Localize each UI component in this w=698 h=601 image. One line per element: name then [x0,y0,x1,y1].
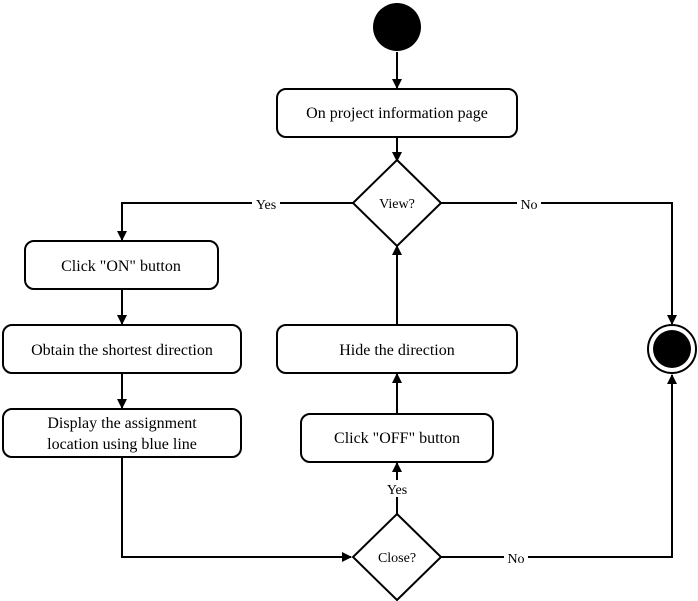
project-info-node: On project information page [276,88,518,138]
svg-text:Yes: Yes [387,483,407,498]
click-on-label: Click "ON" button [61,258,181,275]
close-decision-node: Close? [351,512,443,601]
edge-label-view-yes: Yes [252,195,280,213]
obtain-direction-node: Obtain the shortest direction [2,324,242,374]
click-off-label: Click "OFF" button [334,430,460,447]
end-node [647,324,697,374]
obtain-direction-label: Obtain the shortest direction [31,342,213,359]
edge-display-to-close [121,457,352,562]
view-decision-node: View? [351,158,443,248]
hide-direction-label: Hide the direction [339,342,455,359]
hide-direction-node: Hide the direction [276,324,518,374]
edge-label-close-no: No [504,549,528,567]
edge-view-yes [117,202,353,241]
view-decision-label: View? [379,197,415,212]
display-location-label-line-2: location using blue line [47,436,197,453]
svg-text:No: No [507,552,524,567]
edge-close-no [441,374,677,558]
edge-view-no [441,202,677,325]
edge-label-view-no: No [517,195,541,213]
click-on-node: Click "ON" button [24,240,219,290]
close-decision-label: Close? [378,551,416,566]
edge-label-close-yes: Yes [383,480,411,498]
display-location-label-line-1: Display the assignment [47,415,197,432]
display-location-node: Display the assignment location using bl… [2,408,242,458]
project-info-label: On project information page [306,105,488,122]
svg-text:No: No [520,198,537,213]
start-node [373,3,421,51]
click-off-node: Click "OFF" button [300,413,494,463]
svg-text:Yes: Yes [256,198,276,213]
